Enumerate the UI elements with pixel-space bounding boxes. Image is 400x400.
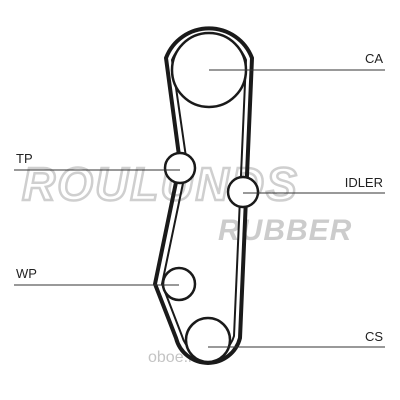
- belt-outer-edge: [153, 26, 254, 365]
- idler-pulley: [226, 175, 260, 209]
- label-cs: CS: [365, 329, 383, 344]
- labels: CA TP IDLER WP CS: [16, 51, 383, 344]
- watermark-brand-line2: RUBBER: [218, 214, 352, 247]
- label-idler: IDLER: [345, 175, 383, 190]
- label-wp: WP: [16, 266, 37, 281]
- leader-lines: [14, 69, 385, 348]
- water-pump-pulley: [161, 266, 197, 302]
- crankshaft-pulley: [184, 316, 232, 364]
- watermark-site: oboe.ru: [148, 349, 202, 366]
- watermark-brand-line1: ROULUNDS: [22, 158, 299, 210]
- label-tp: TP: [16, 151, 33, 166]
- label-ca: CA: [365, 51, 383, 66]
- tensioner-pulley: [163, 151, 197, 185]
